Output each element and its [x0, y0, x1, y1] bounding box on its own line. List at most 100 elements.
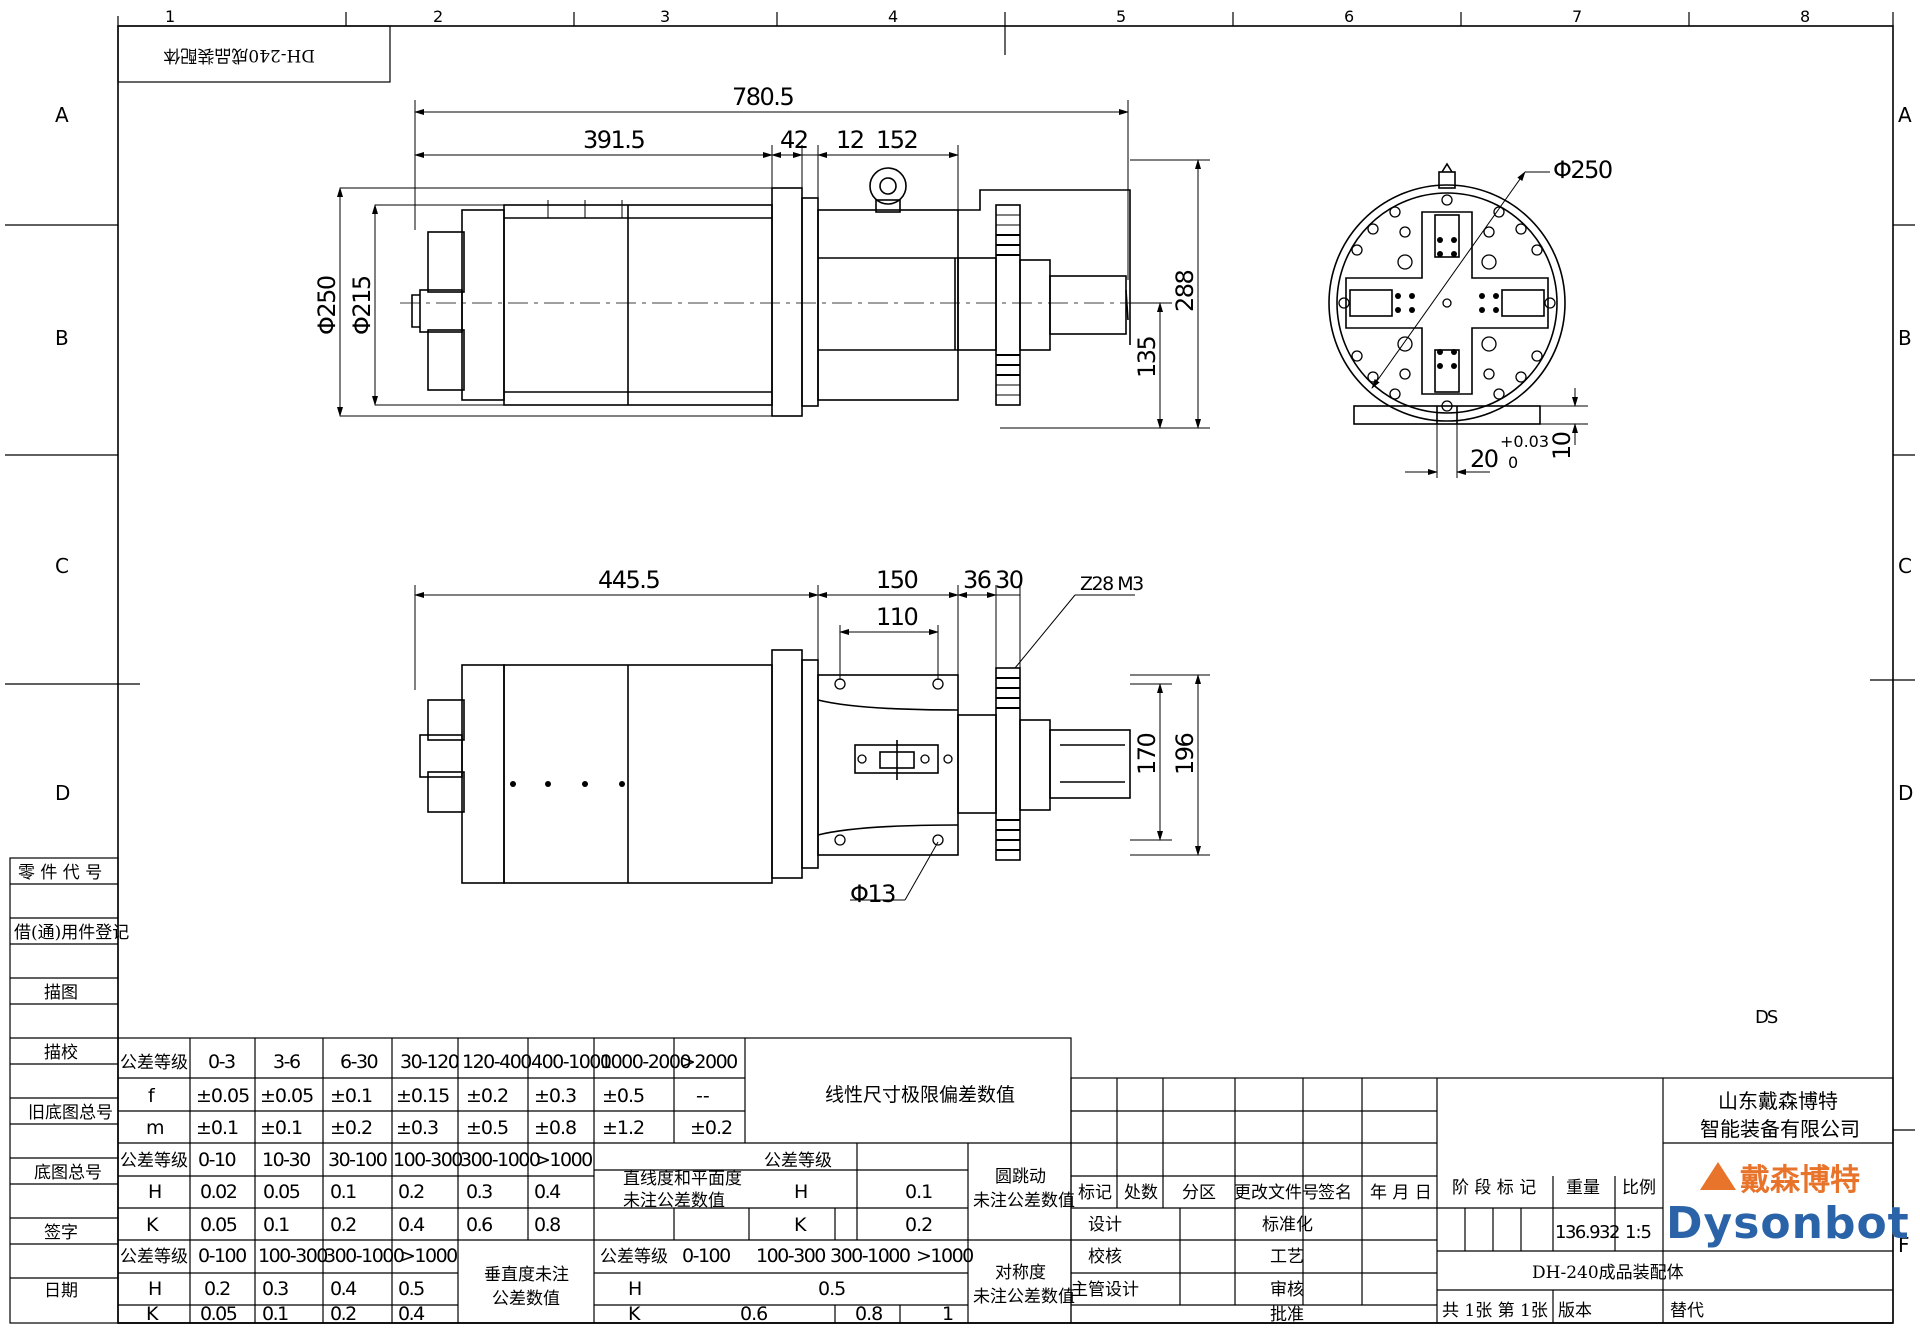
col-label-bottom: 8 [1798, 1331, 1808, 1333]
sym-cell: >1000 [916, 1245, 973, 1267]
col-label-bottom: 7 [1570, 1331, 1580, 1333]
tol-cell: 30-120 [400, 1051, 459, 1073]
plan-bolts [510, 781, 625, 787]
plan-dim-text: 445.5 150 36 30 110 Z28 M3 196 170 Φ13 [598, 566, 1199, 908]
tol-cell: 100-300 [258, 1245, 327, 1267]
tol-top: +0.03 [1500, 432, 1549, 451]
tol-cell: 300-1000 [460, 1149, 540, 1171]
tol-cell: ±0.8 [534, 1117, 576, 1139]
tol-cell: ±0.05 [196, 1085, 249, 1107]
role-label: 主管设计 [1071, 1280, 1139, 1300]
row-label-right: B [1898, 326, 1912, 350]
tol-cell: 0.3 [466, 1181, 492, 1203]
col-label: 4 [888, 7, 898, 26]
scale-value: 1:5 [1625, 1222, 1651, 1243]
dim-110: 110 [876, 603, 918, 631]
tol-cell: 0-100 [198, 1245, 246, 1267]
tol-cell: 0.1 [330, 1181, 356, 1203]
dim-196: 196 [1171, 733, 1199, 775]
row-label-right: C [1898, 554, 1912, 578]
tol-cell: ±0.1 [260, 1117, 302, 1139]
tol-cell: 0.05 [263, 1181, 300, 1203]
row-label: C [55, 554, 69, 578]
tol-cell: ±0.1 [196, 1117, 238, 1139]
role-label: 设计 [1088, 1215, 1122, 1235]
col-label: 7 [1572, 7, 1582, 26]
sym-cell: 0.5 [818, 1278, 845, 1300]
tol-cell: 0.2 [330, 1303, 356, 1325]
col-label: 5 [1116, 7, 1126, 26]
tol-cell: ±0.3 [396, 1117, 438, 1139]
top-code: DH-240成品装配体 [163, 45, 315, 65]
weight-value: 136.932 [1555, 1222, 1619, 1243]
col-label-bottom: 5 [1114, 1331, 1124, 1333]
tol-cell: 0.4 [534, 1181, 561, 1203]
strip-label: 旧底图总号 [28, 1103, 113, 1123]
ds-mark: DS [1755, 1007, 1778, 1028]
rev-header: 分区 [1182, 1183, 1216, 1203]
dim-dia250: Φ250 [313, 276, 341, 335]
weight-label: 重量 [1566, 1178, 1600, 1198]
side-view-holes [1338, 194, 1556, 412]
dim-170: 170 [1133, 733, 1161, 775]
company-line-2: 智能装备有限公司 [1700, 1117, 1860, 1141]
tol-cell: ±0.2 [690, 1117, 732, 1139]
dim-150: 150 [876, 566, 918, 594]
plan-holes [834, 678, 953, 846]
rev-header: 更改文件号 [1234, 1183, 1319, 1203]
tol-cell: ±0.5 [466, 1117, 508, 1139]
tol-cell: 公差等级 [120, 1151, 188, 1171]
runout-h: H [794, 1181, 808, 1203]
tol-cell: 0-10 [198, 1149, 236, 1171]
tol-cell: K [146, 1303, 159, 1325]
part-name: DH-240成品装配体 [1532, 1263, 1684, 1283]
tol-cell: 0.02 [200, 1181, 237, 1203]
tol-cell: 3-6 [273, 1051, 300, 1073]
plan-dimensions [414, 585, 1210, 901]
tol-cell: 0.6 [466, 1214, 492, 1236]
dim-circle-dia: Φ250 [1553, 156, 1612, 184]
col-label: 8 [1800, 7, 1810, 26]
role-label: 批准 [1270, 1305, 1304, 1325]
dim-overall: 780.5 [732, 83, 793, 111]
row-label: A [55, 103, 69, 127]
straightness-sub: 未注公差数值 [623, 1191, 725, 1211]
perp-sub: 公差数值 [492, 1289, 560, 1309]
tol-cell: 0.4 [330, 1278, 357, 1300]
sheet-frame [117, 25, 1894, 1324]
dim-dia215: Φ215 [348, 276, 376, 335]
rev-header: 签名 [1318, 1183, 1352, 1203]
sym-cell: H [628, 1278, 642, 1300]
company-line-1: 山东戴森博特 [1718, 1089, 1838, 1113]
tol-cell: 0.3 [262, 1278, 288, 1300]
dim-foot-h: 10 [1548, 432, 1576, 460]
strip-label: 借(通)用件登记 [14, 923, 129, 943]
runout-k-val: 0.2 [905, 1214, 932, 1236]
strip-label: 描校 [44, 1043, 78, 1063]
dim-445: 445.5 [598, 566, 659, 594]
tol-cell: 6-30 [340, 1051, 378, 1073]
sym-cell: 100-300 [756, 1245, 825, 1267]
tol-cell: 0.05 [200, 1214, 237, 1236]
role-label: 审核 [1270, 1280, 1304, 1300]
zone-ticks [117, 12, 1915, 1131]
tol-cell: -- [696, 1085, 710, 1107]
dim-152: 152 [876, 126, 917, 154]
top-dimensions [337, 100, 1210, 429]
dysonbot-logo: 戴森博特 Dysonbot [1666, 1162, 1909, 1249]
tol-cell: 400-1000 [531, 1051, 611, 1073]
tolerance-grid [117, 1037, 1072, 1324]
tol-cell: 0.2 [398, 1181, 424, 1203]
tol-cell: ±0.3 [534, 1085, 576, 1107]
side-dim-text: Φ250 20 +0.03 0 10 [1470, 156, 1613, 473]
tol-cell: 100-300 [393, 1149, 462, 1171]
top-code-box: DH-240成品装配体 [117, 25, 391, 83]
tol-cell: ±0.2 [466, 1085, 508, 1107]
tol-cell: ±0.5 [602, 1085, 644, 1107]
col-label: 2 [433, 7, 443, 26]
tol-cell: ±0.1 [330, 1085, 372, 1107]
sym-cell: 0-100 [682, 1245, 730, 1267]
side-view [1328, 162, 1566, 425]
tol-cell: 300-1000 [324, 1245, 404, 1267]
tol-cell: 0.2 [204, 1278, 230, 1300]
